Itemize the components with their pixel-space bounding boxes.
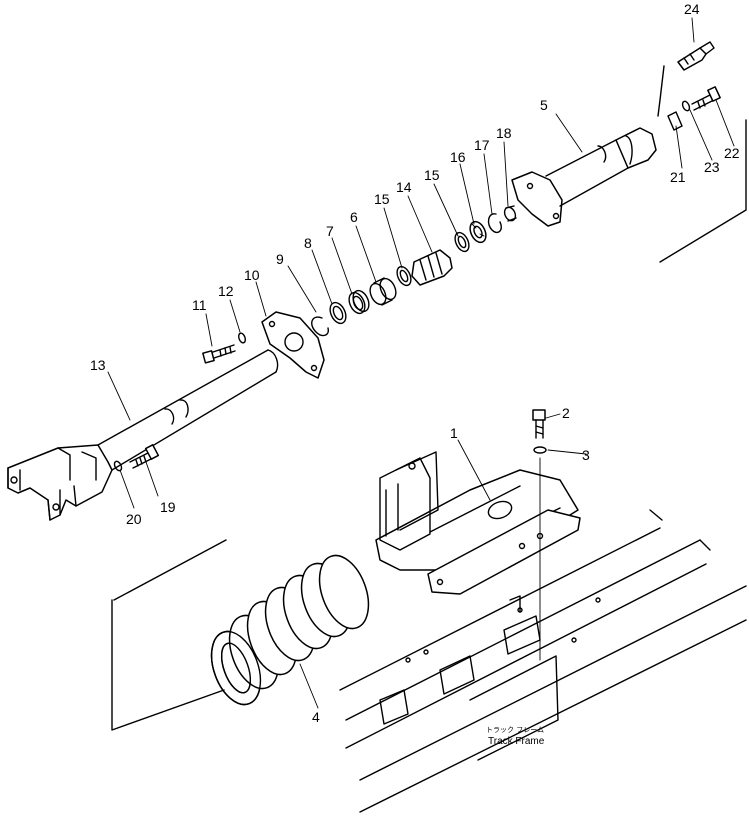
part-11-bolt bbox=[202, 344, 236, 364]
callout-10: 10 bbox=[244, 267, 260, 283]
callout-7: 7 bbox=[326, 223, 334, 239]
callout-1: 1 bbox=[450, 425, 458, 441]
callout-24: 24 bbox=[684, 1, 700, 17]
part-12-washer bbox=[238, 332, 246, 344]
part-3-washer bbox=[533, 446, 547, 454]
callout-5: 5 bbox=[540, 97, 548, 113]
assembly-outline-right bbox=[657, 65, 747, 263]
part-2-bolt bbox=[532, 409, 546, 439]
callout-16: 16 bbox=[450, 149, 466, 165]
track-frame-label-jp: トラック フレーム bbox=[486, 726, 544, 734]
callout-15-lower: 15 bbox=[374, 191, 390, 207]
track-frame-label-en: Track Frame bbox=[488, 736, 545, 747]
callout-17: 17 bbox=[474, 137, 490, 153]
part-6-bushing bbox=[369, 277, 397, 306]
part-1-bracket bbox=[375, 451, 579, 571]
callout-6: 6 bbox=[350, 209, 358, 225]
part-14-piston bbox=[411, 249, 453, 286]
callout-14: 14 bbox=[396, 179, 412, 195]
callout-numbers: 24 5 18 17 16 15 14 15 6 7 8 9 10 12 11 … bbox=[90, 1, 740, 725]
part-24-grease-fitting bbox=[677, 41, 715, 71]
callout-4: 4 bbox=[312, 709, 320, 725]
part-19-bolt bbox=[129, 444, 160, 469]
part-5-cylinder bbox=[511, 127, 657, 227]
callout-15-upper: 15 bbox=[424, 167, 440, 183]
part-21-clip bbox=[667, 111, 683, 131]
part-23-washer bbox=[681, 100, 691, 112]
part-22-bolt bbox=[691, 86, 721, 111]
callout-8: 8 bbox=[304, 235, 312, 251]
assembly-outline-left bbox=[111, 539, 227, 731]
callout-23: 23 bbox=[704, 159, 720, 175]
part-10-flange bbox=[261, 311, 325, 379]
callout-2: 2 bbox=[562, 405, 570, 421]
part-7-ring bbox=[348, 289, 370, 315]
callout-12: 12 bbox=[218, 283, 234, 299]
callout-3: 3 bbox=[582, 447, 590, 463]
part-1-slide-plate bbox=[427, 509, 581, 595]
part-4-recoil-spring bbox=[210, 554, 370, 706]
callout-22: 22 bbox=[724, 145, 740, 161]
part-15-ring-lower bbox=[396, 265, 412, 287]
callout-11: 11 bbox=[192, 297, 207, 313]
callout-21: 21 bbox=[670, 169, 686, 185]
leader-lines bbox=[107, 17, 735, 709]
part-18-plug bbox=[503, 205, 517, 222]
callout-19: 19 bbox=[160, 499, 176, 515]
part-17-snap-ring bbox=[487, 213, 502, 234]
part-13-yoke-rod bbox=[7, 349, 279, 521]
part-8-ring bbox=[329, 301, 347, 325]
part-16-nut bbox=[469, 220, 487, 244]
callout-18: 18 bbox=[496, 125, 512, 141]
part-9-snap-ring bbox=[311, 316, 330, 337]
callout-13: 13 bbox=[90, 357, 106, 373]
part-15-ring-upper bbox=[454, 231, 470, 253]
track-frame bbox=[339, 509, 747, 813]
callout-20: 20 bbox=[126, 511, 142, 527]
callout-9: 9 bbox=[276, 251, 284, 267]
